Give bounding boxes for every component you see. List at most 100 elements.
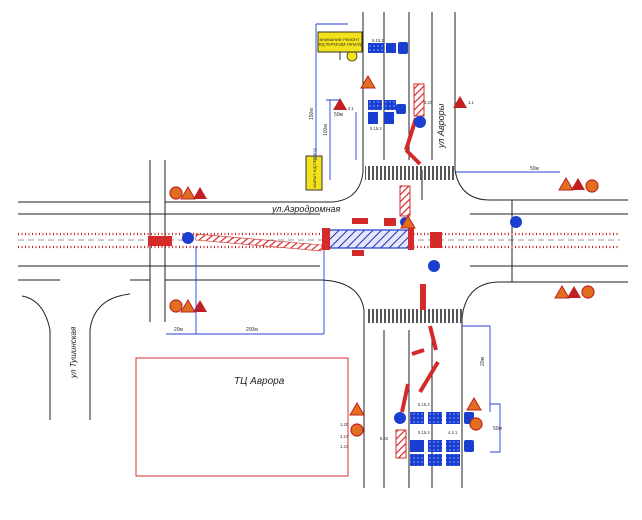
fence-block	[384, 218, 396, 226]
road-edge-south-east	[461, 281, 628, 319]
barrier-south-2	[395, 429, 407, 459]
speed-limit-sign	[169, 299, 183, 313]
sign-code: 5.15.2	[370, 126, 382, 131]
signal-block	[368, 112, 378, 124]
warning-triangle-icon	[466, 397, 482, 411]
dim-50-bottom-label: 50м	[493, 426, 503, 432]
warning-triangle-icon	[333, 98, 347, 110]
fence-block	[148, 236, 172, 246]
signal-blocks-bottom	[410, 412, 474, 466]
crosswalk-north	[365, 166, 455, 180]
dim-20-bottom-label: 20м	[480, 356, 486, 366]
traffic-light	[414, 116, 426, 128]
warning-triangle-icon	[360, 75, 376, 89]
speed-limit-sign	[169, 186, 183, 200]
dim-200-label: 200м	[246, 327, 258, 333]
signal-block	[428, 440, 442, 452]
speed-limit-sign	[350, 423, 364, 437]
traffic-lights	[182, 116, 522, 424]
signal-block	[368, 100, 382, 110]
barrier-arm	[418, 360, 440, 394]
signal-block	[464, 440, 474, 452]
dim-50-top-label: 50м	[334, 112, 344, 118]
traffic-light	[428, 260, 440, 272]
dim-100	[326, 99, 340, 180]
signal-block	[368, 43, 384, 53]
street-label-tushinskaya: ул Тушинская	[69, 326, 78, 379]
speed-limit-sign	[585, 179, 599, 193]
signal-block	[428, 454, 442, 466]
lane-line	[383, 330, 433, 488]
warning-triangle-icon	[571, 178, 585, 190]
dim-200	[195, 246, 325, 335]
dim-20-bottom	[462, 325, 491, 412]
sign-code: 5.15.2	[372, 38, 384, 43]
barrier-north-2	[399, 185, 411, 217]
traffic-light	[510, 216, 522, 228]
dim-50-bottom	[490, 403, 501, 453]
signal-block	[410, 440, 424, 452]
signal-block	[446, 454, 460, 466]
signal-block	[428, 412, 442, 424]
signal-block	[386, 43, 396, 53]
dim-150-label: 150м	[309, 108, 315, 120]
dim-150	[315, 23, 348, 160]
signal-blocks-top	[368, 42, 408, 124]
warning-triangle-icon	[180, 186, 196, 200]
signal-block	[384, 112, 394, 124]
road-edge-north-west-2	[165, 171, 364, 203]
road-edge-south-west-2	[165, 279, 365, 311]
sign-code: 1.1	[468, 100, 474, 105]
info-board-side-text: ЗАКРЫТ Ж/Д ПЕРЕЕЗД	[313, 148, 317, 188]
barrier-south	[420, 284, 426, 310]
warning-triangle-icon	[349, 402, 365, 416]
sign-code: 1.23	[340, 444, 349, 449]
sign-code: 3.20	[424, 100, 433, 105]
sign-code: 5.15.2	[418, 402, 430, 407]
signal-block	[398, 42, 408, 54]
street-label-aerodromnaya: ул.Аэродромная	[271, 204, 341, 214]
warning-triangle-icon	[554, 285, 570, 299]
warning-triangle-icon	[400, 215, 416, 229]
tushinskaya-edge-right	[89, 293, 131, 420]
dimension-lines	[166, 23, 560, 453]
signal-block	[446, 412, 460, 424]
dim-100-label: 100м	[323, 124, 329, 136]
warning-triangle-icon	[567, 286, 581, 298]
road-signs	[169, 50, 599, 437]
sign-code: 5.15.2	[418, 430, 430, 435]
signal-block	[410, 454, 424, 466]
dimension-labels: 150м 100м 50м 200м 20м 50м 20м 50м	[174, 108, 540, 432]
sign-code: 4.2.1	[448, 430, 458, 435]
mall-outline	[135, 357, 349, 477]
fence-block	[408, 228, 414, 250]
fence-block	[352, 218, 368, 224]
warning-triangle-icon	[558, 177, 574, 191]
info-boards: ВНИМАНИЕ! РЕМОНТ Ж/Д ПЕРЕЕЗДА ОБЪЕЗД ЗАК…	[305, 31, 363, 191]
signal-block	[396, 104, 406, 114]
warning-triangle-icon	[453, 96, 467, 108]
signal-block	[410, 412, 424, 424]
barrier-arm	[411, 348, 425, 356]
fence-block	[322, 228, 330, 250]
info-board-top-text: ВНИМАНИЕ! РЕМОНТ Ж/Д ПЕРЕЕЗДА ОБЪЕЗД	[317, 38, 362, 47]
signal-block	[384, 100, 396, 110]
crosswalk-south	[366, 309, 462, 323]
road-edge-north-east	[454, 169, 628, 201]
work-zone	[327, 229, 411, 249]
speed-limit-sign	[469, 417, 483, 431]
sign-code: 8.22	[380, 436, 389, 441]
tushinskaya-edge-left	[21, 295, 51, 420]
warning-triangle-icon	[180, 299, 196, 313]
sign-code: 3.24	[340, 434, 349, 439]
fence-block	[430, 232, 442, 248]
barrier-arm	[404, 148, 422, 166]
sign-code-labels: 1.23 1.25 3.24 5.15.2 5.15.2 4.2.1 8.22 …	[340, 38, 474, 449]
info-board-side	[305, 155, 323, 191]
street-label-avrory: ул Авроры	[436, 103, 446, 149]
sign-code: 3.1	[348, 106, 354, 111]
crossing-work-zone	[148, 83, 442, 459]
speed-limit-sign	[581, 285, 595, 299]
dim-50-right-label: 50м	[530, 166, 540, 172]
